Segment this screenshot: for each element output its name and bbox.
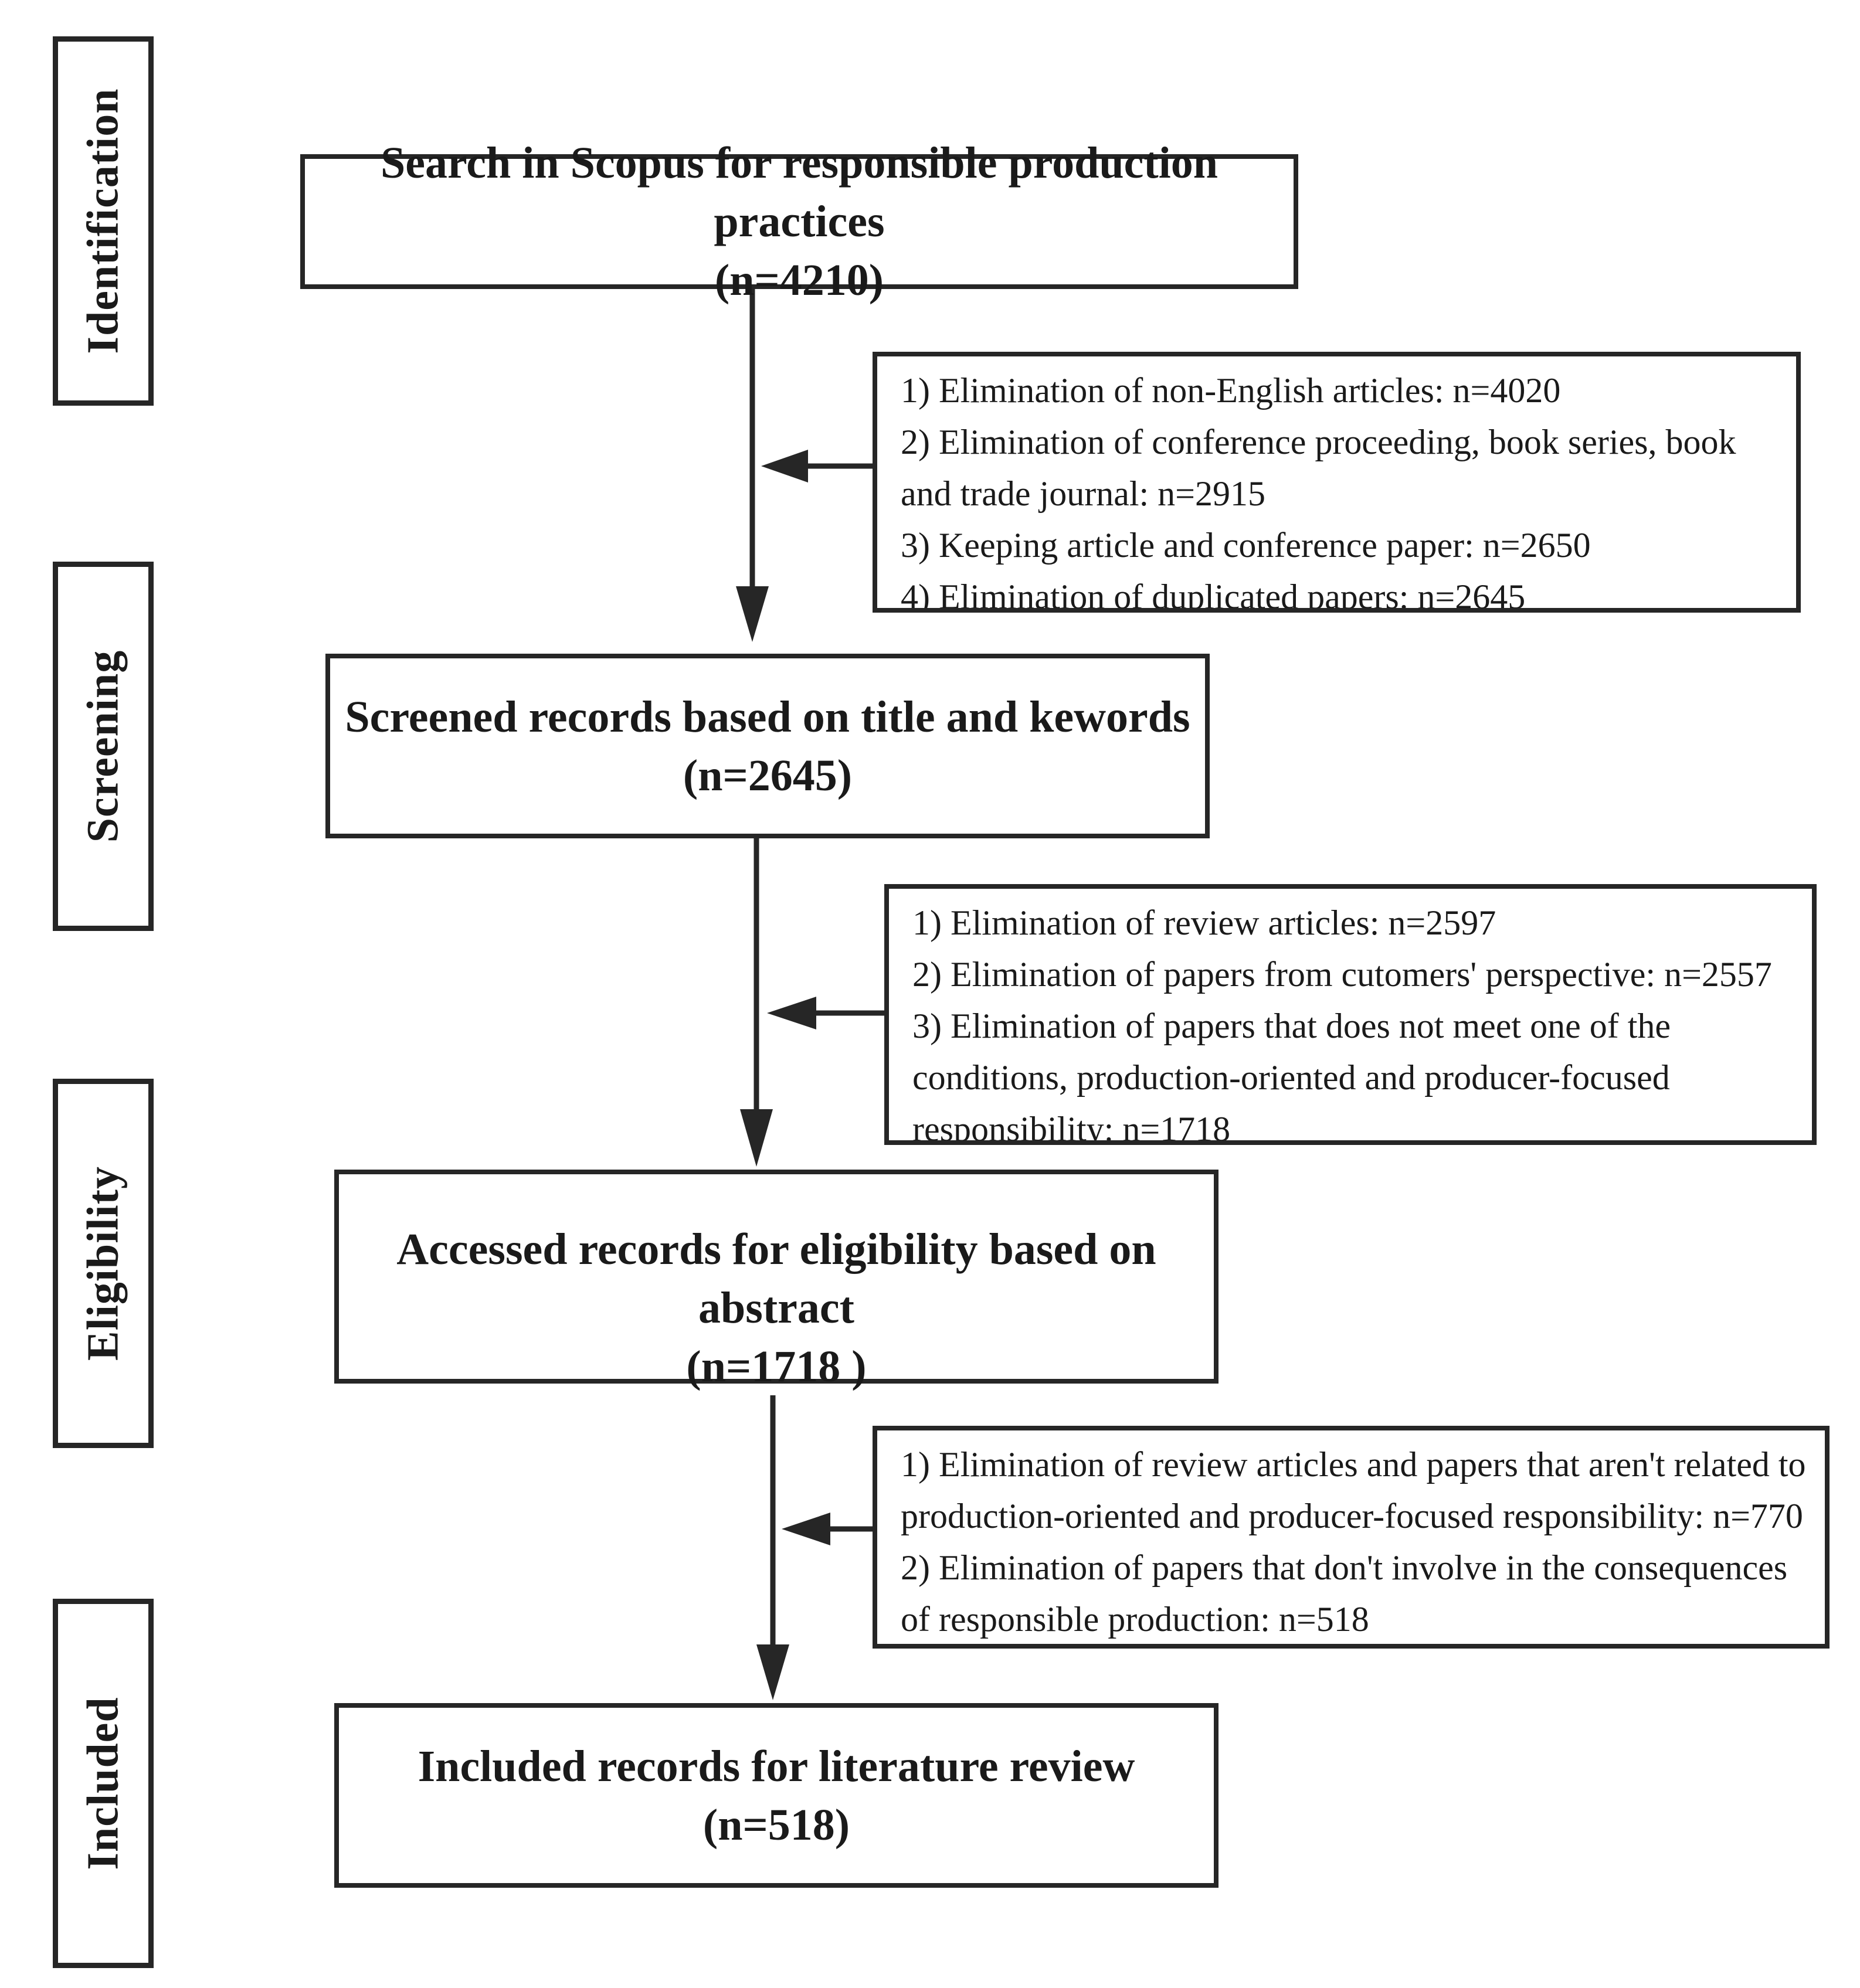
box-included-records: Included records for literature review (… xyxy=(334,1703,1218,1888)
stage-identification: Identification xyxy=(53,36,154,406)
box-screened-records: Screened records based on title and kewo… xyxy=(325,654,1210,838)
exclusion-box-screening: 1) Elimination of review articles: n=259… xyxy=(884,884,1817,1145)
exclusion-box-identification: 1) Elimination of non-English articles: … xyxy=(873,352,1801,613)
exclusion-item: 4) Elimination of duplicated papers: n=2… xyxy=(901,577,1526,613)
exclusion-item: responsibility: n=1718 xyxy=(912,1110,1231,1145)
exclusion-box-eligibility: 1) Elimination of review articles and pa… xyxy=(873,1426,1830,1649)
box-accessed-subtitle: abstract xyxy=(698,1283,854,1333)
exclusion-item: production-oriented and producer-focused… xyxy=(901,1497,1803,1535)
arrowhead-down-1 xyxy=(736,586,769,642)
box-accessed-records: Accessed records for eligibility based o… xyxy=(334,1170,1218,1391)
arrowhead-left-2 xyxy=(767,997,816,1029)
box-screened-count: (n=2645) xyxy=(683,750,853,800)
arrowhead-left-3 xyxy=(782,1513,830,1545)
box-search-title: Search in Scopus for responsible product… xyxy=(380,138,1218,246)
exclusion-item: 1) Elimination of review articles and pa… xyxy=(901,1445,1806,1484)
stage-screening: Screening xyxy=(53,562,154,931)
arrowhead-down-3 xyxy=(756,1644,789,1700)
exclusion-item: and trade journal: n=2915 xyxy=(901,474,1266,513)
exclusion-item: 3) Elimination of papers that does not m… xyxy=(912,1007,1671,1045)
stage-label-eligibility: Eligibility xyxy=(78,1166,128,1361)
box-screened-title: Screened records based on title and kewo… xyxy=(345,692,1190,742)
box-included-count: (n=518) xyxy=(702,1800,850,1850)
exclusion-item: 1) Elimination of non-English articles: … xyxy=(901,371,1561,410)
exclusion-item: 1) Elimination of review articles: n=259… xyxy=(912,903,1496,942)
arrowhead-left-1 xyxy=(761,450,808,482)
stage-label-included: Included xyxy=(78,1697,128,1870)
stage-included: Included xyxy=(53,1599,154,1968)
box-accessed-count: (n=1718 ) xyxy=(686,1342,867,1391)
box-included-title: Included records for literature review xyxy=(418,1741,1135,1791)
exclusion-item: 2) Elimination of conference proceeding,… xyxy=(901,423,1736,461)
exclusion-item: 2) Elimination of papers that don't invo… xyxy=(901,1548,1788,1587)
box-search-scopus: Search in Scopus for responsible product… xyxy=(300,138,1298,305)
box-accessed-title: Accessed records for eligibility based o… xyxy=(396,1225,1156,1274)
exclusion-item: conditions, production-oriented and prod… xyxy=(912,1058,1670,1097)
arrowhead-down-2 xyxy=(740,1109,773,1167)
stage-eligibility: Eligibility xyxy=(53,1079,154,1448)
box-search-count: (n=4210) xyxy=(714,256,884,305)
exclusion-item: of responsible production: n=518 xyxy=(901,1600,1369,1639)
stage-label-screening: Screening xyxy=(78,650,128,843)
stage-label-identification: Identification xyxy=(78,88,128,354)
exclusion-item: 3) Keeping article and conference paper:… xyxy=(901,526,1591,565)
exclusion-item: 2) Elimination of papers from cutomers' … xyxy=(912,955,1772,994)
